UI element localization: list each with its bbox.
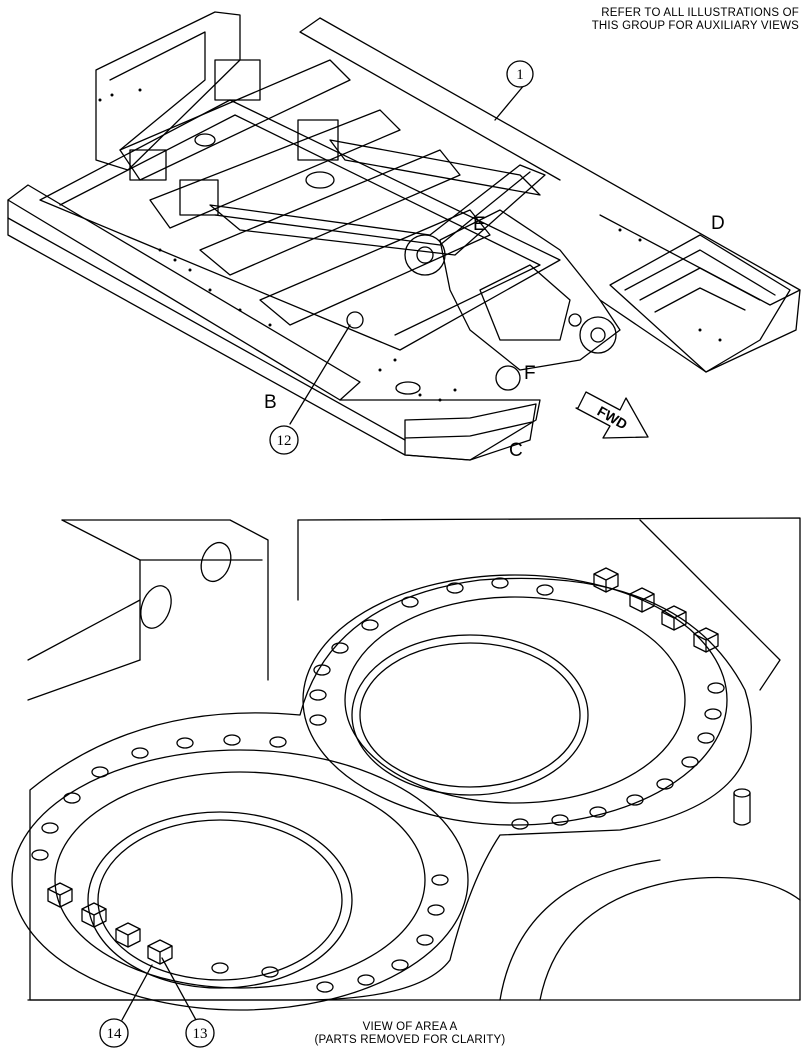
view-letter-d: D [711, 213, 725, 234]
area-a-view [11, 517, 801, 1011]
upper-bolts [593, 567, 719, 653]
view-caption-line-2: (PARTS REMOVED FOR CLARITY) [314, 1034, 506, 1046]
rear-box [609, 234, 791, 373]
reference-note-line-1: REFER TO ALL ILLUSTRATIONS OF [601, 7, 799, 19]
callout-1: 1 [494, 60, 534, 121]
left-upright-plate [95, 11, 241, 171]
svg-text:13: 13 [193, 1026, 208, 1042]
dowel-pin [733, 788, 751, 826]
upper-ring-outer [302, 574, 728, 826]
upper-bore [359, 642, 581, 788]
lower-bore [97, 819, 343, 981]
lower-ring-holes [31, 734, 449, 993]
boom-link [209, 164, 546, 256]
side-housing-plate [61, 519, 269, 681]
svg-text:14: 14 [107, 1026, 123, 1042]
lower-bolts [47, 882, 173, 965]
callout-12: 12 [269, 324, 351, 455]
swing-bracket [439, 209, 621, 371]
left-side-rail [7, 199, 541, 461]
flange-plate [29, 577, 752, 1001]
front-end-cap [404, 403, 537, 461]
frame-holes [98, 88, 722, 402]
view-letter-f: F [524, 363, 536, 384]
view-letter-c: C [509, 440, 523, 461]
view-caption-line-1: VIEW OF AREA A [362, 1021, 458, 1033]
rear-housing-plate [297, 517, 801, 1001]
right-side-rail [319, 17, 801, 373]
forward-arrow: FWD [575, 391, 649, 439]
view-letter-e: E [473, 214, 486, 235]
cross-member-3 [199, 149, 461, 276]
view-letter-b: B [264, 392, 277, 413]
svg-text:12: 12 [277, 433, 292, 449]
frame-assembly [7, 11, 801, 461]
upper-ring-holes [309, 577, 725, 830]
cross-member-2 [149, 109, 401, 229]
reference-note-line-2: THIS GROUP FOR AUXILIARY VIEWS [591, 20, 799, 32]
lower-ring-outer [11, 749, 469, 1011]
callout-14: 14 [99, 964, 153, 1048]
callout-13: 13 [161, 957, 215, 1048]
svg-text:1: 1 [516, 67, 524, 83]
reference-note: REFER TO ALL ILLUSTRATIONS OF THIS GROUP… [539, 7, 799, 33]
view-caption: VIEW OF AREA A (PARTS REMOVED FOR CLARIT… [290, 1021, 530, 1047]
cylinder-tube [329, 139, 541, 196]
